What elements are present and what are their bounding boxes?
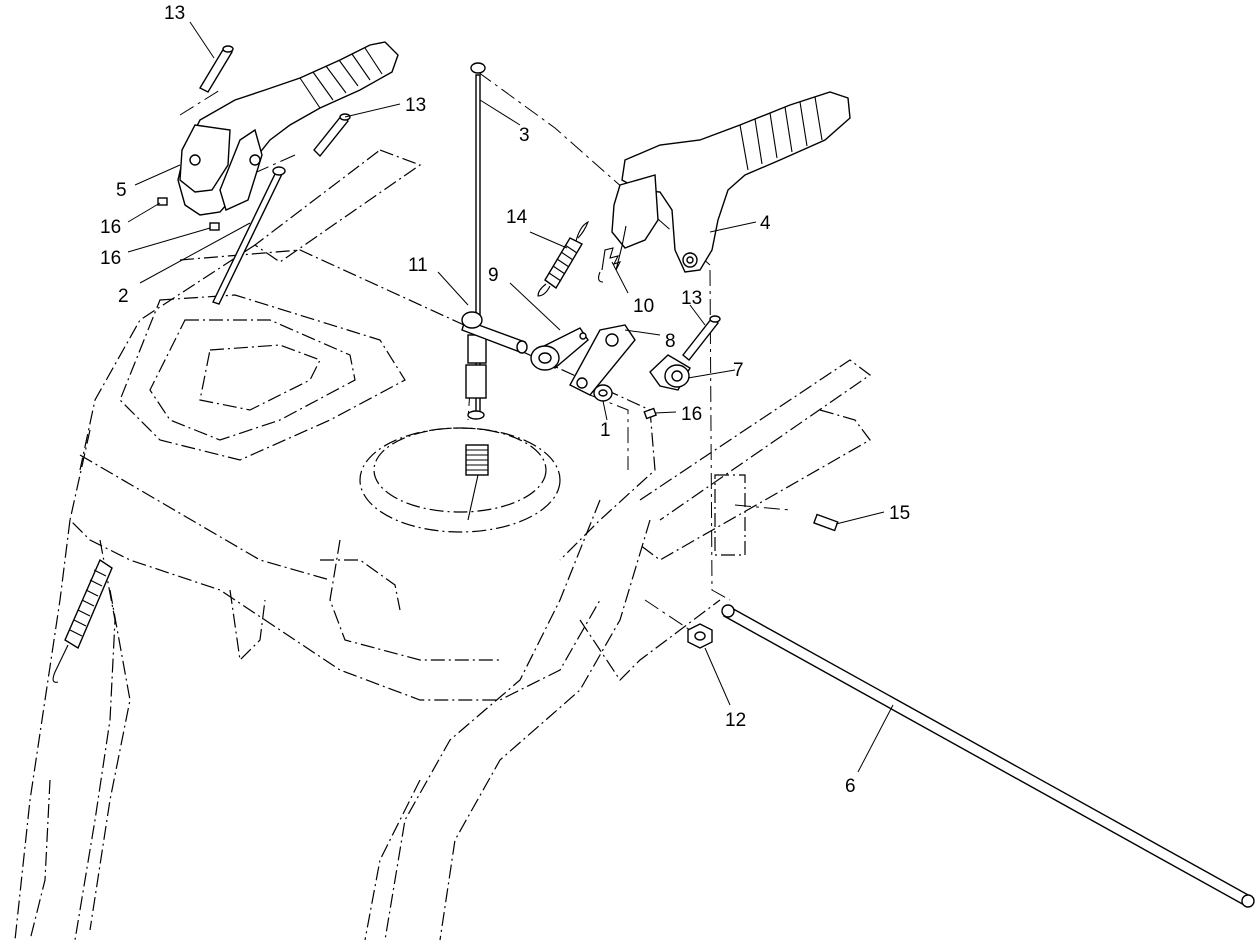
arm-9 (530, 327, 589, 371)
roll-pin-15 (813, 513, 839, 532)
spring-10 (597, 225, 627, 283)
left-handle-grip (177, 41, 399, 216)
callout-15: 15 (889, 503, 910, 524)
dashboard-spring (465, 444, 489, 521)
plate-8 (569, 324, 636, 396)
washer-1 (593, 384, 613, 402)
pin-13-left-handle (313, 113, 351, 158)
callout-12: 12 (725, 710, 746, 731)
bushing-7 (649, 354, 691, 391)
pivot-11 (461, 311, 528, 354)
callout-6: 6 (845, 776, 856, 797)
callout-9: 9 (488, 265, 499, 286)
pin-13-right (682, 315, 721, 361)
callout-1: 1 (600, 420, 611, 441)
spring-14 (537, 220, 590, 297)
ghost-handle-frame (14, 149, 872, 941)
callout-7: 7 (733, 360, 744, 381)
callout-13-right: 13 (681, 288, 702, 309)
callout-5: 5 (116, 180, 127, 201)
callout-16-right: 16 (681, 404, 702, 425)
clip-16-left-upper (157, 197, 168, 206)
nut-12 (687, 623, 713, 649)
lower-left-spring (52, 558, 113, 683)
callout-13-upper-left: 13 (164, 3, 185, 24)
callout-2: 2 (118, 286, 129, 307)
callout-4: 4 (760, 213, 771, 234)
clip-16-right (643, 407, 657, 420)
callout-13-left-handle: 13 (405, 95, 426, 116)
drive-rod-2 (212, 166, 286, 305)
pin-13-upper-left (199, 45, 234, 93)
callout-16-left-lower: 16 (100, 248, 121, 269)
callout-labels: 13 13 3 5 16 16 2 4 14 11 9 10 13 8 7 16… (100, 3, 910, 797)
clip-16-left-lower (209, 222, 220, 231)
callout-11: 11 (408, 255, 428, 276)
callout-14: 14 (506, 207, 528, 228)
callout-3: 3 (519, 125, 530, 146)
shaft-6 (721, 604, 1255, 908)
linkage-rod-3 (465, 62, 487, 420)
right-handle-grip (611, 91, 851, 273)
callout-16-left-upper: 16 (100, 217, 121, 238)
callout-10: 10 (633, 296, 654, 317)
leader-lines (127, 21, 894, 773)
callout-8: 8 (665, 331, 676, 352)
